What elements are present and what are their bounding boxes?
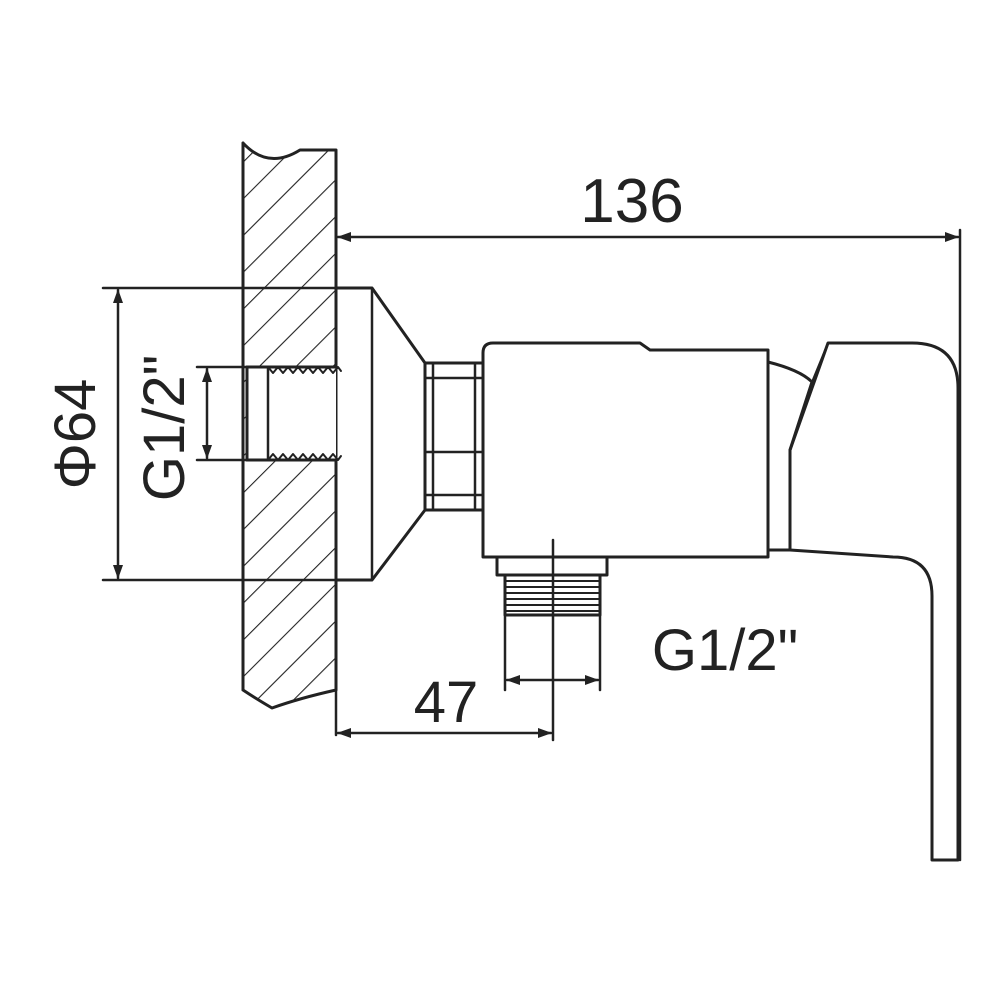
overall-length-label: 136 [580,167,683,236]
outlet-thread-label: G1/2" [652,618,798,683]
dimension-outlet-offset: 47 [336,538,555,742]
dimension-flange-diameter: Φ64 [43,286,338,582]
dimension-inlet-thread: G1/2" [132,355,249,501]
outlet-offset-label: 47 [414,670,479,735]
inlet-thread-bottom [267,453,342,461]
lever-handle [788,341,960,862]
hex-nut [423,361,485,512]
mixer-body [481,341,770,559]
inlet-pipe-bore [247,367,336,460]
dimension-outlet-thread: G1/2" [503,613,798,692]
inlet-pipe [245,365,342,462]
flange-diameter-label: Φ64 [43,379,108,490]
wall-flange [334,286,427,582]
dimension-overall-length: 136 [336,167,962,862]
inlet-thread-label: G1/2" [132,355,197,501]
inlet-thread-top [267,366,342,374]
